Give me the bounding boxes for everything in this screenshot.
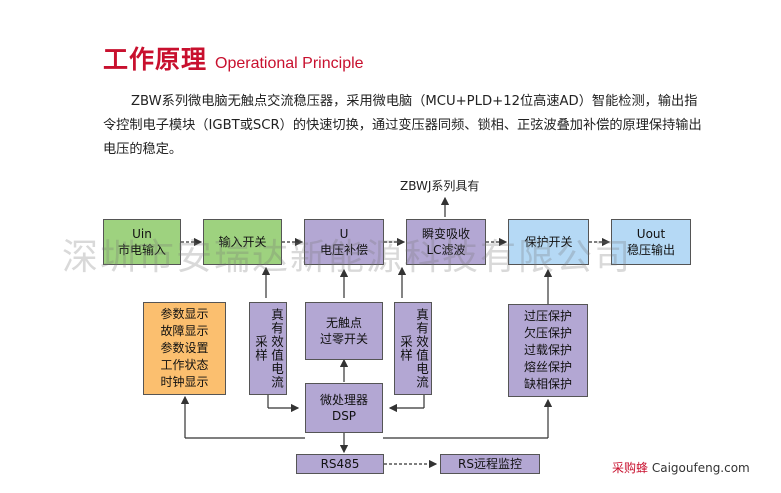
box-rs485: RS485 <box>296 454 384 474</box>
display-line: 参数显示 <box>160 307 209 321</box>
box-protections: 过压保护欠压保护过载保护熔丝保护缺相保护 <box>508 304 588 397</box>
box-dsp: 微处理器 DSP <box>305 383 383 433</box>
box-comp-line2: 电压补偿 <box>319 243 368 257</box>
box-uout-line1: Uout <box>636 227 666 241</box>
title-english: Operational Principle <box>215 55 364 72</box>
box-input-switch-label: 输入开关 <box>218 235 267 249</box>
rs485-label: RS485 <box>320 457 360 471</box>
protection-line: 欠压保护 <box>523 326 572 340</box>
intro-paragraph: ZBW系列微电脑无触点交流稳压器，采用微电脑（MCU+PLD+12位高速AD）智… <box>103 94 702 157</box>
rms-right-label: 真有效值电流采样 <box>398 308 429 389</box>
contactless-line1: 无触点 <box>325 316 362 330</box>
footer-watermark-en: Caigoufeng.com <box>651 461 750 475</box>
box-uin-line2: 市电输入 <box>117 243 166 257</box>
dsp-line1: 微处理器 <box>319 393 368 407</box>
box-contactless-switch: 无触点 过零开关 <box>305 302 383 360</box>
footer-watermark: 采购蜂 Caigoufeng.com <box>612 459 750 476</box>
contactless-line2: 过零开关 <box>319 332 368 346</box>
rms-left-label: 真有效值电流采样 <box>253 308 284 389</box>
page-title: 工作原理 Operational Principle <box>103 40 364 74</box>
title-chinese: 工作原理 <box>103 45 208 74</box>
display-line: 参数设置 <box>160 341 209 355</box>
protection-line: 熔丝保护 <box>523 360 572 374</box>
box-input-switch: 输入开关 <box>203 219 282 265</box>
box-protect-switch-label: 保护开关 <box>524 235 573 249</box>
box-display-panel: 参数显示故障显示参数设置工作状态时钟显示 <box>143 302 226 395</box>
box-rms-sampling-right: 真有效值电流采样 <box>394 302 432 395</box>
box-uout: Uout 稳压输出 <box>611 219 691 265</box>
box-uin: Uin 市电输入 <box>103 219 181 265</box>
dsp-line2: DSP <box>331 409 357 423</box>
display-line: 时钟显示 <box>160 375 209 389</box>
box-rms-sampling-left: 真有效值电流采样 <box>249 302 287 395</box>
box-filter-line2: LC滤波 <box>426 243 466 257</box>
box-lc-filter: 瞬变吸收 LC滤波 <box>406 219 486 265</box>
box-remote-monitor: RS远程监控 <box>440 454 540 474</box>
box-voltage-compensation: U 电压补偿 <box>304 219 384 265</box>
box-comp-line1: U <box>339 227 349 241</box>
box-protect-switch: 保护开关 <box>508 219 589 265</box>
display-line: 工作状态 <box>160 358 209 372</box>
footer-watermark-cn: 采购蜂 <box>612 461 649 475</box>
protection-line: 缺相保护 <box>523 377 572 391</box>
box-filter-line1: 瞬变吸收 <box>421 227 470 241</box>
remote-label: RS远程监控 <box>458 457 522 471</box>
box-uin-line1: Uin <box>132 227 152 241</box>
protection-line: 过压保护 <box>523 309 572 323</box>
box-uout-line2: 稳压输出 <box>626 243 675 257</box>
zbwj-label: ZBWJ系列具有 <box>400 179 480 193</box>
display-line: 故障显示 <box>160 324 209 338</box>
protection-line: 过载保护 <box>523 343 572 357</box>
